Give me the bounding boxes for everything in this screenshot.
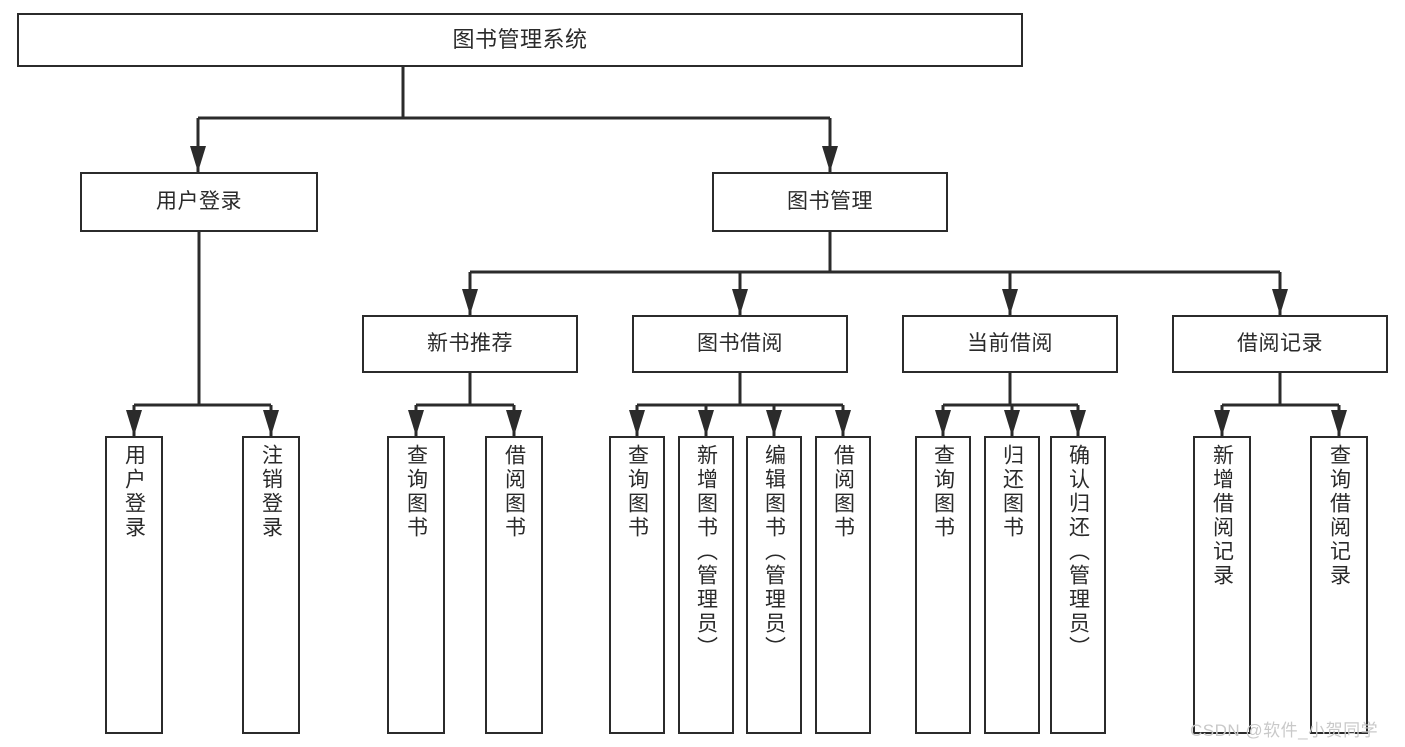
arrowhead-leaf-borrow-book-1	[506, 410, 522, 436]
node-label: 归还图书	[1000, 444, 1024, 540]
node-label: 查询借阅记录	[1327, 444, 1351, 588]
node-leaf-query-record[interactable]: 查询借阅记录	[1310, 436, 1368, 734]
arrowhead-leaf-user-login	[126, 410, 142, 436]
node-label: 图书管理	[787, 190, 873, 214]
node-leaf-borrow-book-1[interactable]: 借阅图书	[485, 436, 543, 734]
arrowhead-leaf-borrow-book-2	[835, 410, 851, 436]
node-label: 确认归还（管理员）	[1066, 444, 1090, 660]
node-leaf-query-book-2[interactable]: 查询图书	[609, 436, 665, 734]
arrowhead-new-book-recommend	[462, 289, 478, 315]
node-user-login[interactable]: 用户登录	[80, 172, 318, 232]
node-current-borrow[interactable]: 当前借阅	[902, 315, 1118, 373]
node-leaf-user-login[interactable]: 用户登录	[105, 436, 163, 734]
node-label: 借阅图书	[502, 444, 526, 540]
arrowhead-leaf-query-book-3	[935, 410, 951, 436]
node-label: 新增图书（管理员）	[694, 444, 718, 660]
node-label: 用户登录	[156, 190, 242, 214]
node-root[interactable]: 图书管理系统	[17, 13, 1023, 67]
node-label: 图书管理系统	[452, 26, 588, 52]
node-label: 当前借阅	[967, 332, 1053, 356]
node-label: 借阅图书	[831, 444, 855, 540]
node-label: 新增借阅记录	[1210, 444, 1234, 588]
node-book-manage[interactable]: 图书管理	[712, 172, 948, 232]
arrowhead-user-login	[190, 146, 206, 172]
node-new-book-recommend[interactable]: 新书推荐	[362, 315, 578, 373]
node-leaf-logout[interactable]: 注销登录	[242, 436, 300, 734]
node-leaf-edit-book[interactable]: 编辑图书（管理员）	[746, 436, 802, 734]
node-label: 图书借阅	[697, 332, 783, 356]
arrowhead-leaf-logout	[263, 410, 279, 436]
arrowhead-book-manage	[822, 146, 838, 172]
node-label: 查询图书	[625, 444, 649, 540]
arrowhead-leaf-confirm-return	[1070, 410, 1086, 436]
node-borrow-record[interactable]: 借阅记录	[1172, 315, 1388, 373]
node-label: 新书推荐	[427, 332, 513, 356]
arrowhead-borrow-record	[1272, 289, 1288, 315]
node-label: 用户登录	[122, 444, 146, 540]
arrowhead-leaf-return-book	[1004, 410, 1020, 436]
arrowhead-leaf-add-record	[1214, 410, 1230, 436]
node-leaf-query-book-1[interactable]: 查询图书	[387, 436, 445, 734]
arrowhead-leaf-query-record	[1331, 410, 1347, 436]
node-leaf-add-record[interactable]: 新增借阅记录	[1193, 436, 1251, 734]
arrowhead-book-borrow	[732, 289, 748, 315]
arrowhead-leaf-add-book	[698, 410, 714, 436]
node-label: 借阅记录	[1237, 332, 1323, 356]
node-leaf-return-book[interactable]: 归还图书	[984, 436, 1040, 734]
node-book-borrow[interactable]: 图书借阅	[632, 315, 848, 373]
node-label: 查询图书	[931, 444, 955, 540]
arrowhead-leaf-query-book-1	[408, 410, 424, 436]
arrowhead-leaf-edit-book	[766, 410, 782, 436]
node-leaf-borrow-book-2[interactable]: 借阅图书	[815, 436, 871, 734]
node-label: 查询图书	[404, 444, 428, 540]
node-label: 编辑图书（管理员）	[762, 444, 786, 660]
node-leaf-add-book[interactable]: 新增图书（管理员）	[678, 436, 734, 734]
arrowhead-leaf-query-book-2	[629, 410, 645, 436]
arrowhead-current-borrow	[1002, 289, 1018, 315]
node-label: 注销登录	[259, 444, 283, 540]
node-leaf-confirm-return[interactable]: 确认归还（管理员）	[1050, 436, 1106, 734]
node-leaf-query-book-3[interactable]: 查询图书	[915, 436, 971, 734]
